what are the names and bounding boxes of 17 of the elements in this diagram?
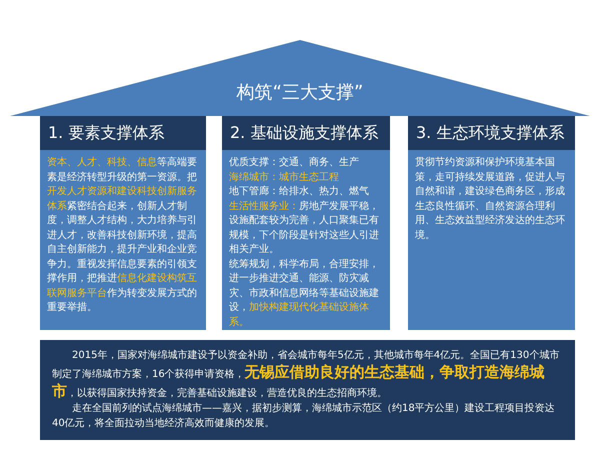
pillar-text: 资本、人才、科技、信息等高端要素是经济转型升级的第一资源。把开发人才资源和建设科技创新服务体系紧密结合起来，创新人才制度，调整人才结构，大力培养与引进人才，改善科技创新环境，提高自主创新能力，提升产业和企业竞争力。重视发挥信息要素的引领支撑作用，把推进信息化建设构筑互联网服务平台作为转变发展方式的重要举措。 — [47, 156, 198, 315]
pillar-heading: 3. 生态环境支撑体系 — [408, 116, 575, 150]
pillar-panel — [408, 116, 575, 330]
pillar-text: 地下管廊：给排水、热力、燃气 — [229, 185, 370, 199]
pillar-panel — [222, 116, 390, 330]
base-panel — [40, 340, 575, 440]
pillar-text: 海绵城市：城市生态工程 — [229, 170, 340, 184]
pillar-text: 统筹规划，科学布局，合理安排，进一步推进交通、能源、防灾减灾、市政和信息网络等基础设施建设，加快构建现代化基础设施体系。 — [229, 258, 380, 330]
pillar-text: 生活性服务业：房地产发展平稳，设施配套较为完善，人口聚集已有规模，下个阶段是针对这些人引进相关产业。 — [229, 200, 380, 257]
pillar-panel — [40, 116, 206, 330]
pillar-heading: 2. 基础设施支撑体系 — [222, 116, 390, 150]
base-paragraph: 走在全国前列的试点海绵城市——嘉兴，据初步测算，海绵城市示范区（约18平方公里）建设工程项目投资达40亿元，将全面拉动当地经济高效而健康的发展。 — [52, 402, 556, 431]
pillar-text: 优质支撑：交通、商务、生产 — [229, 156, 360, 170]
pillar-heading: 1. 要素支撑体系 — [40, 116, 206, 150]
roof-title: 构筑“三大支撑” — [236, 81, 364, 104]
pillar-text: 贯彻节约资源和保护环境基本国策，走可持续发展道路，促进人与自然和谐，建设绿色商务区，形成生态良性循环、自然资源合理利用、生态效益型经济发达的生态环境。 — [415, 156, 566, 242]
base-paragraph: 2015年，国家对海绵城市建设予以资金补助，省会城市每年5亿元，其他城市每年4亿元。全国已有130个城市制定了海绵城市方案，16个获得申请资格，无锡应借助良好的生态基础，争取打造海绵城市，以获得国家扶持资金，完善基础设施建设，营造优良的生态招商环境。 — [52, 348, 560, 401]
